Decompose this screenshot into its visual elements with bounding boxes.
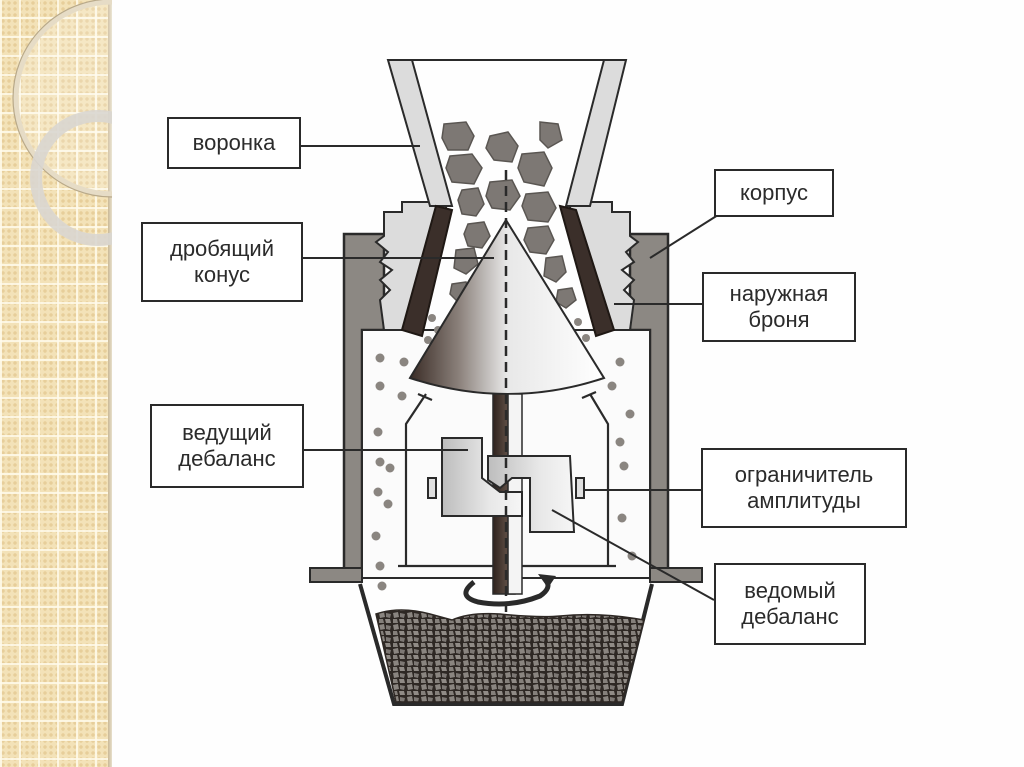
label-driven-unbalance-line1: ведомый bbox=[744, 578, 836, 603]
particle bbox=[375, 457, 385, 467]
particle bbox=[615, 437, 625, 447]
rock bbox=[485, 179, 521, 211]
rock bbox=[517, 151, 553, 187]
rock bbox=[521, 191, 557, 223]
particle bbox=[373, 427, 383, 437]
label-amplitude-limiter-line2: амплитуды bbox=[747, 488, 861, 513]
particle bbox=[375, 561, 385, 571]
funnel-right-wall bbox=[564, 59, 628, 207]
label-driven-unbalance-line2: дебаланс bbox=[741, 604, 839, 629]
label-housing-line1: корпус bbox=[739, 180, 808, 205]
particle bbox=[397, 391, 407, 401]
particle bbox=[428, 314, 436, 322]
particle bbox=[383, 499, 393, 509]
rock bbox=[523, 225, 555, 255]
rock bbox=[539, 121, 563, 149]
amplitude-limiter-right bbox=[575, 477, 585, 499]
driven-unbalance bbox=[487, 455, 576, 533]
label-amplitude-limiter: ограничитель амплитуды bbox=[701, 448, 907, 528]
rock bbox=[463, 221, 491, 249]
rock bbox=[543, 255, 567, 283]
frame-left bbox=[404, 393, 427, 566]
particle bbox=[574, 318, 582, 326]
outer-armor-right bbox=[558, 204, 616, 338]
rock bbox=[445, 153, 483, 185]
fine-particles bbox=[371, 314, 637, 591]
label-crushing-cone: дробящий конус bbox=[141, 222, 303, 302]
leader-lines bbox=[300, 145, 719, 601]
label-driving-unbalance-line2: дебаланс bbox=[178, 446, 276, 471]
rotation-arrow-icon bbox=[463, 574, 556, 607]
label-crushing-cone-line1: дробящий bbox=[169, 236, 275, 261]
particle bbox=[617, 513, 627, 523]
particle bbox=[377, 581, 387, 591]
rock bbox=[485, 131, 519, 163]
leader-housing bbox=[649, 214, 719, 259]
side-panel-edge bbox=[108, 0, 112, 767]
funnel bbox=[386, 59, 628, 207]
rock bbox=[441, 121, 475, 151]
particle bbox=[375, 381, 385, 391]
rock bbox=[457, 187, 485, 217]
frame-left-tick bbox=[417, 392, 433, 402]
label-driven-unbalance: ведомый дебаланс bbox=[714, 563, 866, 645]
rock bbox=[453, 247, 479, 275]
label-driving-unbalance: ведущий дебаланс bbox=[150, 404, 304, 488]
particle bbox=[582, 334, 590, 342]
frame-right bbox=[589, 393, 610, 566]
label-outer-armor: наружная броня bbox=[702, 272, 856, 342]
particle bbox=[424, 336, 432, 344]
label-housing: корпус bbox=[714, 169, 834, 217]
particle bbox=[399, 357, 409, 367]
particle bbox=[607, 381, 617, 391]
crushed-product bbox=[375, 609, 645, 703]
particle bbox=[373, 487, 383, 497]
particle bbox=[615, 357, 625, 367]
particle bbox=[385, 463, 395, 473]
driving-unbalance bbox=[441, 437, 523, 517]
label-funnel-line1: воронка bbox=[192, 130, 276, 155]
particle bbox=[619, 461, 629, 471]
leader-driven-unbalance bbox=[551, 509, 715, 601]
amplitude-limiter-left bbox=[427, 477, 437, 499]
label-outer-armor-line2: броня bbox=[748, 307, 810, 332]
particle bbox=[375, 353, 385, 363]
particle bbox=[371, 531, 381, 541]
particle bbox=[625, 409, 635, 419]
outer-armor-left bbox=[400, 204, 454, 338]
frame-right-tick bbox=[581, 390, 597, 400]
label-driving-unbalance-line1: ведущий bbox=[182, 420, 272, 445]
label-crushing-cone-line2: конус bbox=[193, 262, 250, 287]
label-funnel: воронка bbox=[167, 117, 301, 169]
label-amplitude-limiter-line1: ограничитель bbox=[734, 462, 874, 487]
housing-left-flange bbox=[309, 567, 363, 583]
label-outer-armor-line1: наружная bbox=[729, 281, 829, 306]
deco-ring-small bbox=[30, 110, 140, 246]
